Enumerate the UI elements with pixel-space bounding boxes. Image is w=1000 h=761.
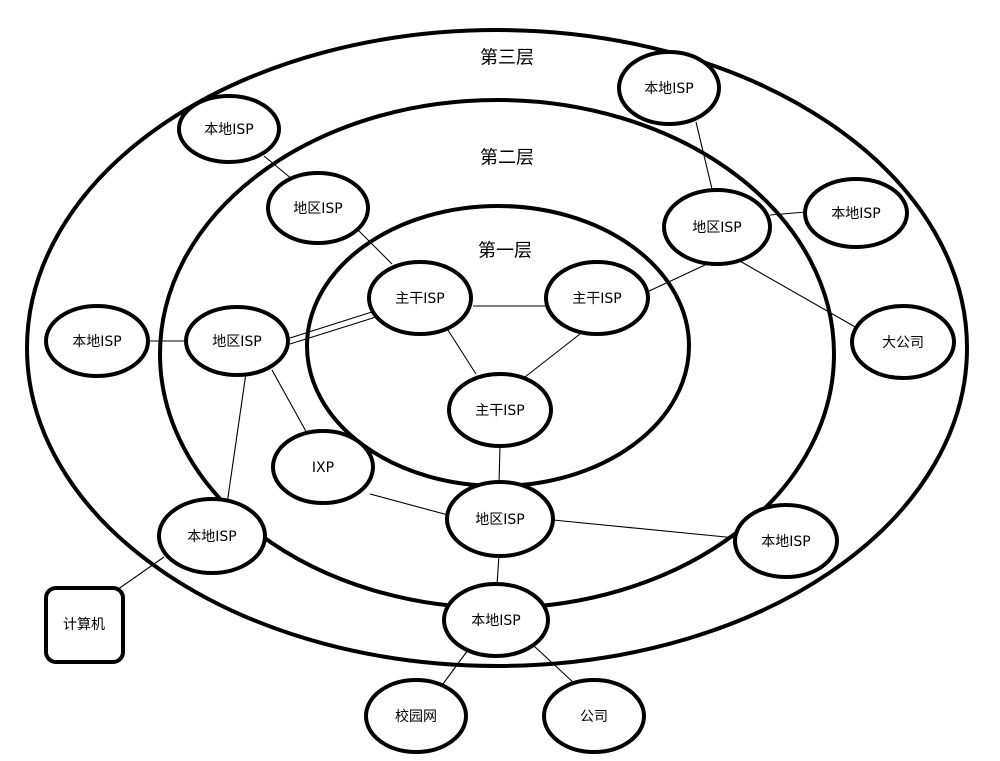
node-label: 地区ISP (293, 201, 342, 217)
link-local-top-regional-topright (695, 121, 713, 190)
tier3-ring (25, 28, 969, 668)
link-backbone-right-backbone-bottom (524, 333, 581, 378)
node-label: 主干ISP (395, 291, 444, 307)
regional-isp-node: 地区ISP (445, 480, 555, 558)
link-regional-bottom-local-bottom (496, 554, 500, 586)
tier2-label: 第二层 (480, 148, 534, 169)
local-isp-node: 本地ISP (177, 94, 281, 164)
node-label: 本地ISP (831, 206, 880, 222)
local-isp-node: 本地ISP (617, 50, 721, 126)
regional-isp-node: 地区ISP (266, 171, 370, 245)
link-regional-topleft-backbone-left (354, 226, 393, 265)
node-label: 大公司 (882, 335, 924, 351)
node-label: 计算机 (63, 617, 105, 633)
node-label: 主干ISP (475, 403, 524, 419)
connection-lines (113, 121, 858, 689)
link-local-bottom-campus-network (439, 649, 469, 689)
link-backbone-bottom-regional-bottom (498, 445, 501, 484)
node-label: 本地ISP (644, 81, 693, 97)
link-regional-topright-local-right (769, 211, 807, 216)
link-regional-left-ixp (271, 369, 309, 436)
computer-node: 计算机 (44, 586, 125, 664)
node-label: IXP (312, 460, 334, 476)
link-regional-left-backbone-left-a (289, 310, 376, 339)
local-isp-node: 本地ISP (44, 304, 150, 378)
local-isp-node: 本地ISP (733, 503, 839, 579)
local-isp-node: 本地ISP (442, 582, 550, 658)
node-label: 公司 (580, 709, 608, 725)
node-label: 地区ISP (212, 334, 261, 350)
local-isp-node: 本地ISP (157, 497, 267, 575)
campus-network-node: 校园网 (364, 678, 468, 754)
node-label: 本地ISP (204, 122, 253, 138)
link-regional-topright-large-company (737, 259, 858, 329)
link-ixp-regional-bottom (369, 493, 449, 516)
large-company-node: 大公司 (850, 304, 956, 380)
link-backbone-left-backbone-bottom (445, 326, 477, 375)
backbone-isp-node: 主干ISP (447, 372, 553, 448)
node-label: 本地ISP (471, 613, 520, 629)
backbone-isp-node: 主干ISP (367, 260, 473, 336)
link-regional-bottom-local-bottomright (552, 519, 737, 539)
node-label: 本地ISP (187, 529, 236, 545)
node-label: 地区ISP (692, 220, 741, 236)
regional-isp-node: 地区ISP (662, 188, 772, 266)
regional-isp-node: 地区ISP (184, 305, 290, 377)
backbone-isp-node: 主干ISP (544, 260, 650, 336)
node-label: 主干ISP (572, 291, 621, 307)
node-label: 本地ISP (761, 534, 810, 550)
ixp-node: IXP (271, 429, 375, 505)
tier1-label: 第一层 (478, 241, 532, 262)
company-node: 公司 (542, 678, 646, 754)
local-isp-node: 本地ISP (803, 177, 909, 249)
link-regional-left-local-bottomleft (226, 372, 247, 505)
node-label: 校园网 (395, 708, 437, 725)
node-label: 地区ISP (475, 512, 524, 528)
link-local-bottom-company (533, 645, 576, 685)
link-regional-left-backbone-left-b (289, 316, 377, 345)
link-local-bottomleft-computer (113, 556, 165, 593)
tier3-label: 第三层 (480, 48, 534, 69)
node-label: 本地ISP (72, 334, 121, 350)
